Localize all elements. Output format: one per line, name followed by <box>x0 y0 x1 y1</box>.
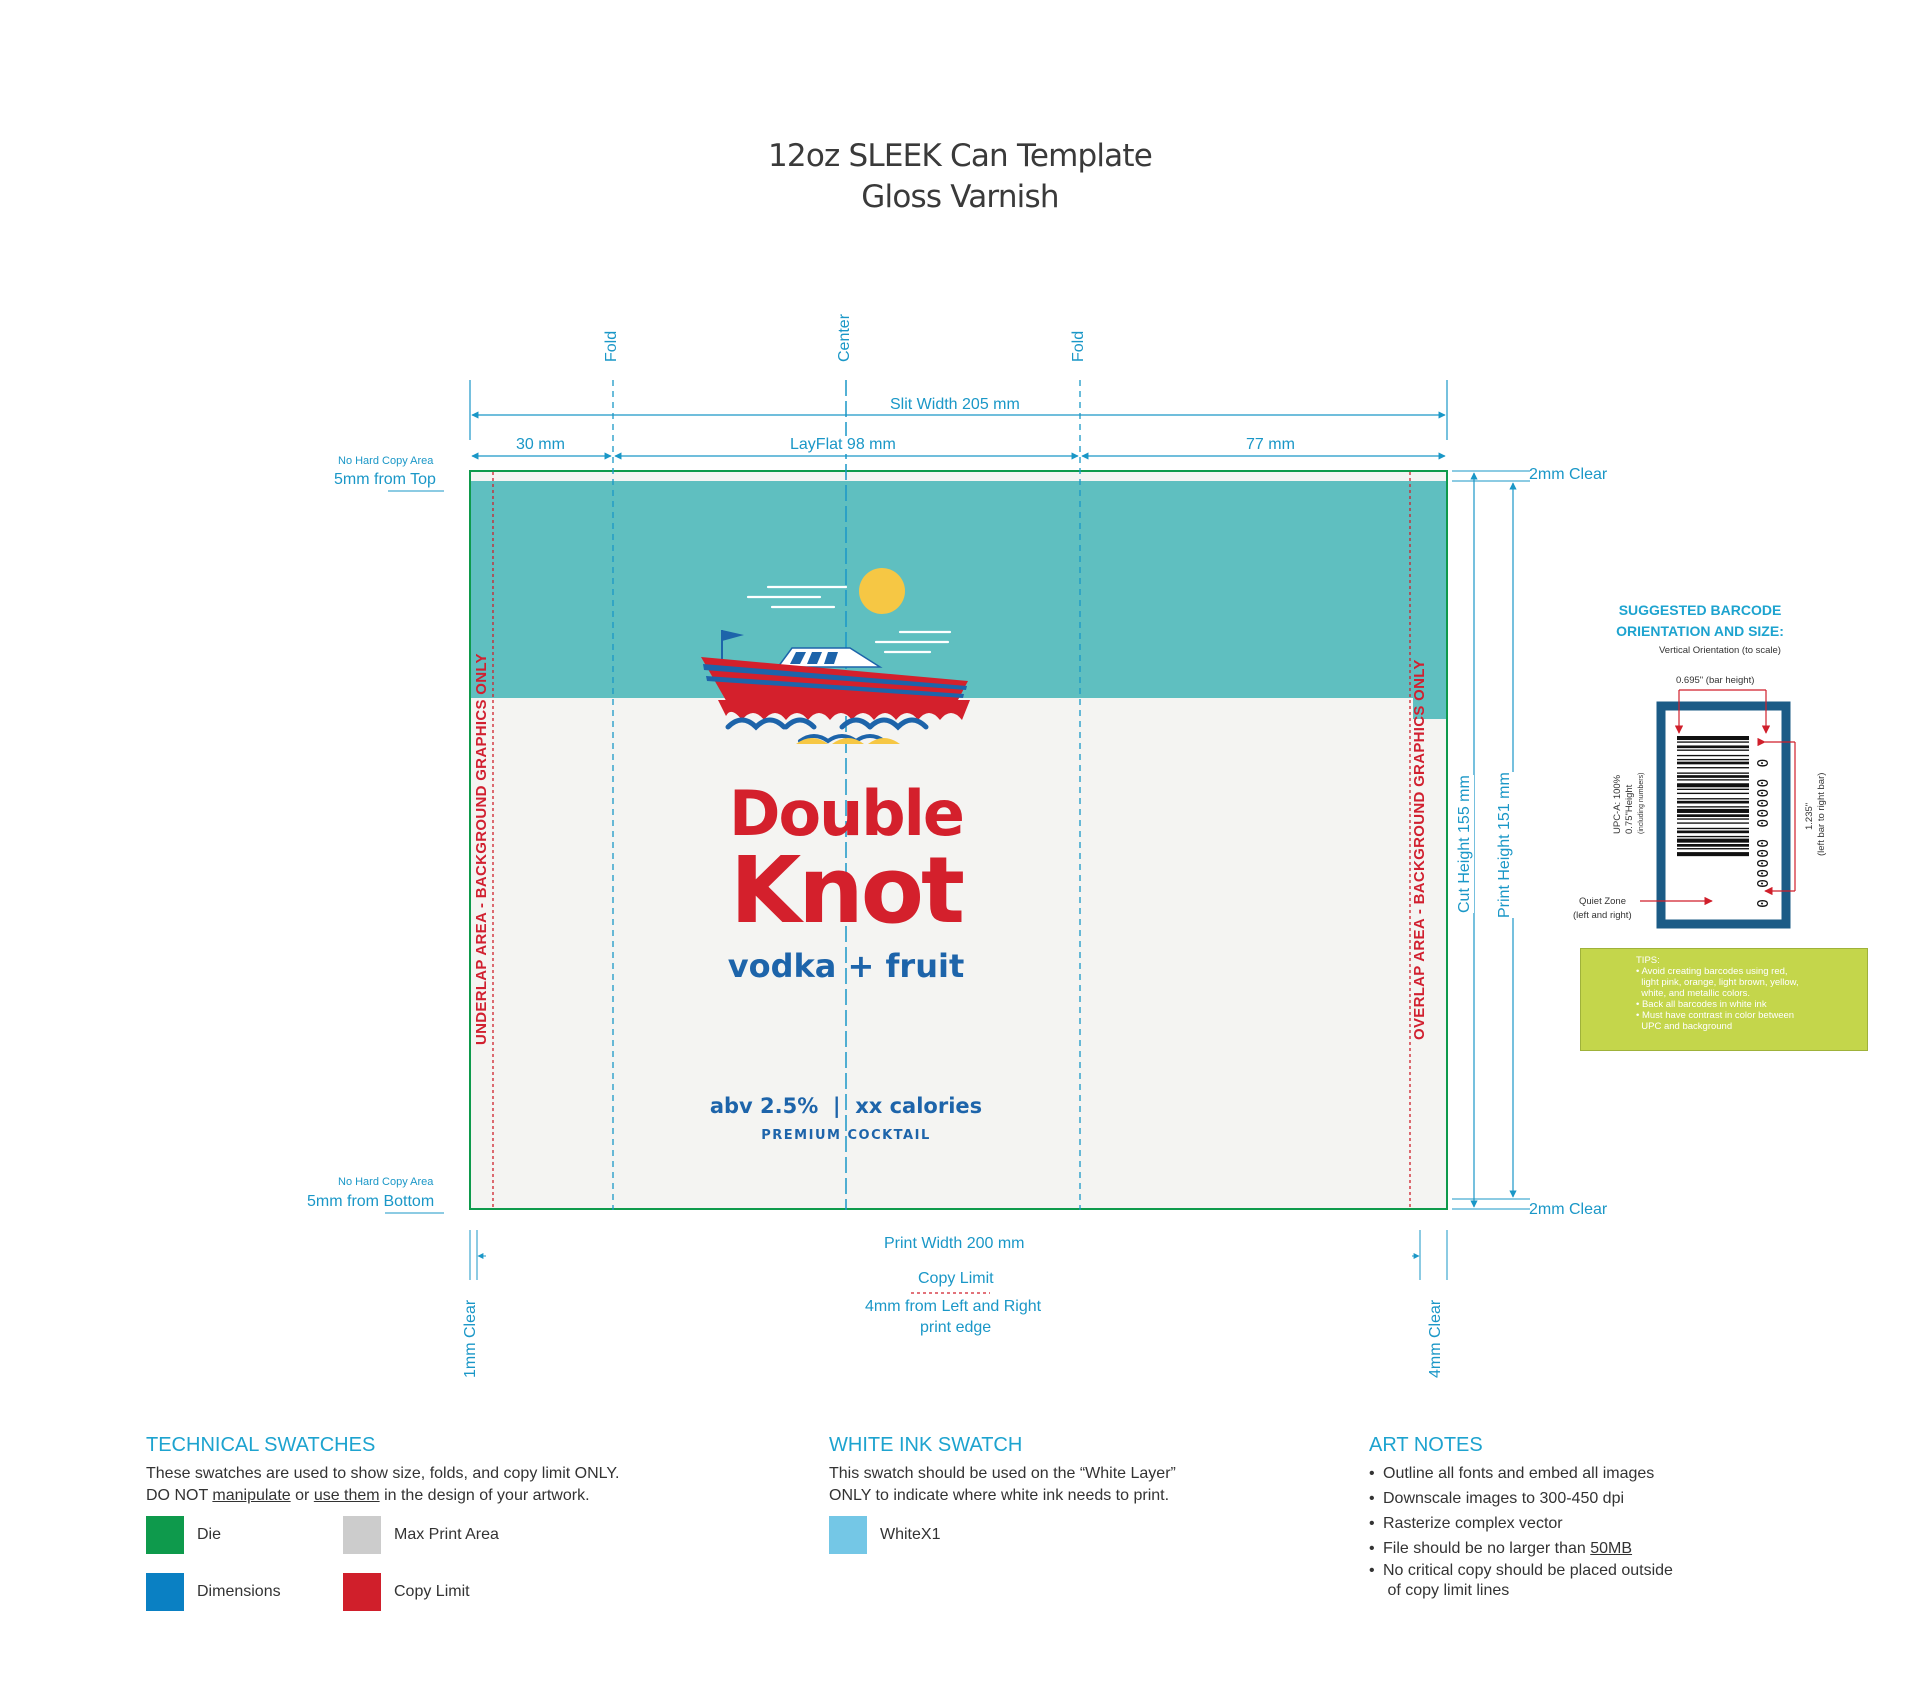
no-copy-bottom-small: No Hard Copy Area <box>338 1176 434 1188</box>
barcode-upc-3: (including numbers) <box>1638 772 1645 834</box>
barcode-heading-2: ORIENTATION AND SIZE: <box>1616 623 1784 639</box>
brand-subtitle: vodka + fruit <box>727 947 965 985</box>
clear-bottom-label: 2mm Clear <box>1529 1201 1608 1218</box>
barcode-upc-1: UPC-A: 100% <box>1612 774 1623 834</box>
no-copy-top-main: 5mm from Top <box>334 471 436 488</box>
white-ink-desc-2: ONLY to indicate where white ink needs t… <box>829 1487 1170 1504</box>
swatch-die-label: Die <box>197 1526 222 1543</box>
art-note-item: •Downscale images to 300-450 dpi <box>1369 1490 1625 1507</box>
cut-height-label: Cut Height 155 mm <box>1456 775 1474 913</box>
barcode-upc-2: 0.75"Height <box>1624 784 1635 834</box>
swatch-max-print-area-label: Max Print Area <box>394 1526 499 1543</box>
art-note-item: •Rasterize complex vector <box>1369 1515 1563 1532</box>
slit-width-label: Slit Width 205 mm <box>890 396 1020 413</box>
tips-box: TIPS: • Avoid creating barcodes using re… <box>1580 948 1868 1051</box>
tip-line: • Avoid creating barcodes using red, <box>1636 966 1788 977</box>
copy-limit-desc-1: 4mm from Left and Right <box>865 1298 1042 1315</box>
no-copy-bottom-main: 5mm from Bottom <box>307 1193 435 1210</box>
brand-name-line1: Double <box>729 777 965 850</box>
sun-icon <box>859 568 905 614</box>
barcode-subheading: Vertical Orientation (to scale) <box>1659 645 1781 656</box>
barcode-bars <box>1677 736 1749 857</box>
barcode-width-1: 1.235" <box>1804 802 1815 830</box>
barcode-heading-1: SUGGESTED BARCODE <box>1618 602 1782 618</box>
tips-list: • Avoid creating barcodes using red, lig… <box>1636 966 1799 1032</box>
brand-name-line2: Knot <box>730 837 965 944</box>
swatch-copy-limit <box>343 1573 381 1611</box>
page-title: 12oz SLEEK Can Template <box>767 138 1153 174</box>
tip-line: light pink, orange, light brown, yellow, <box>1636 977 1799 988</box>
tip-line: • Back all barcodes in white ink <box>1636 999 1767 1010</box>
tip-line: white, and metallic colors. <box>1636 988 1751 999</box>
left-panel-label: 30 mm <box>516 436 565 453</box>
die-outline <box>469 470 1448 1210</box>
art-note-item: •File should be no larger than 50MB <box>1369 1540 1633 1557</box>
swatch-copy-limit-label: Copy Limit <box>394 1583 470 1600</box>
white-ink-desc-1: This swatch should be used on the “White… <box>829 1465 1176 1482</box>
copy-limit-desc-2: print edge <box>920 1319 992 1336</box>
barcode-digits: 0 00000 00000 0 <box>1754 757 1772 908</box>
page-subtitle: Gloss Varnish <box>861 179 1059 215</box>
tips-title: TIPS: <box>1636 955 1660 966</box>
barcode-graphic <box>1640 689 1796 929</box>
teal-band <box>470 481 1413 698</box>
technical-desc-2: DO NOT manipulate or use them in the des… <box>146 1487 590 1504</box>
white-ink-title: WHITE INK SWATCH <box>829 1434 1023 1456</box>
art-notes-title: ART NOTES <box>1369 1434 1483 1456</box>
swatch-dimensions <box>146 1573 184 1611</box>
cloud-lines <box>746 585 952 654</box>
tip-line: UPC and background <box>1636 1021 1733 1032</box>
swatch-max-print-area <box>343 1516 381 1554</box>
swatch-dimensions-label: Dimensions <box>197 1583 281 1600</box>
teal-band-overlap <box>1413 481 1447 719</box>
layflat-label: LayFlat 98 mm <box>788 436 898 454</box>
copy-limit-label: Copy Limit <box>918 1270 994 1287</box>
barcode-quiet-2: (left and right) <box>1573 910 1632 921</box>
overlap-label: OVERLAP AREA - BACKGROUND GRAPHICS ONLY <box>1411 659 1428 1040</box>
print-width-label: Print Width 200 mm <box>884 1235 1025 1252</box>
brand-stats: abv 2.5% | xx calories <box>709 1094 983 1118</box>
boat-illustration <box>701 568 970 744</box>
barcode-quiet-1: Quiet Zone <box>1579 896 1626 907</box>
technical-desc-1: These swatches are used to show size, fo… <box>146 1465 620 1482</box>
art-note-item: •Outline all fonts and embed all images <box>1369 1465 1655 1482</box>
underlap-label: UNDERLAP AREA - BACKGROUND GRAPHICS ONLY <box>473 653 490 1045</box>
clear-left-label: 1mm Clear <box>462 1299 479 1378</box>
barcode-bar-height: 0.695" (bar height) <box>1676 675 1755 686</box>
clear-right-label: 4mm Clear <box>1427 1299 1444 1378</box>
tip-line: • Must have contrast in color between <box>1636 1010 1795 1021</box>
print-height-label: Print Height 151 mm <box>1496 772 1514 918</box>
art-notes-list: •Outline all fonts and embed all images … <box>1369 1461 1673 1601</box>
brand-tagline: PREMIUM COCKTAIL <box>761 1128 931 1143</box>
barcode-width-2: (left bar to right bar) <box>1816 772 1827 856</box>
no-copy-top-small: No Hard Copy Area <box>338 455 434 467</box>
center-label: Center <box>836 313 853 362</box>
technical-title: TECHNICAL SWATCHES <box>146 1434 376 1456</box>
clear-top-label: 2mm Clear <box>1529 466 1608 483</box>
fold-right-label: Fold <box>1070 330 1087 362</box>
art-note-item: •No critical copy should be placed outsi… <box>1369 1562 1673 1599</box>
swatch-white-ink-label: WhiteX1 <box>880 1526 941 1543</box>
swatch-white-ink <box>829 1516 867 1554</box>
right-panel-label: 77 mm <box>1246 436 1295 453</box>
fold-left-label: Fold <box>603 330 620 362</box>
swatch-die <box>146 1516 184 1554</box>
